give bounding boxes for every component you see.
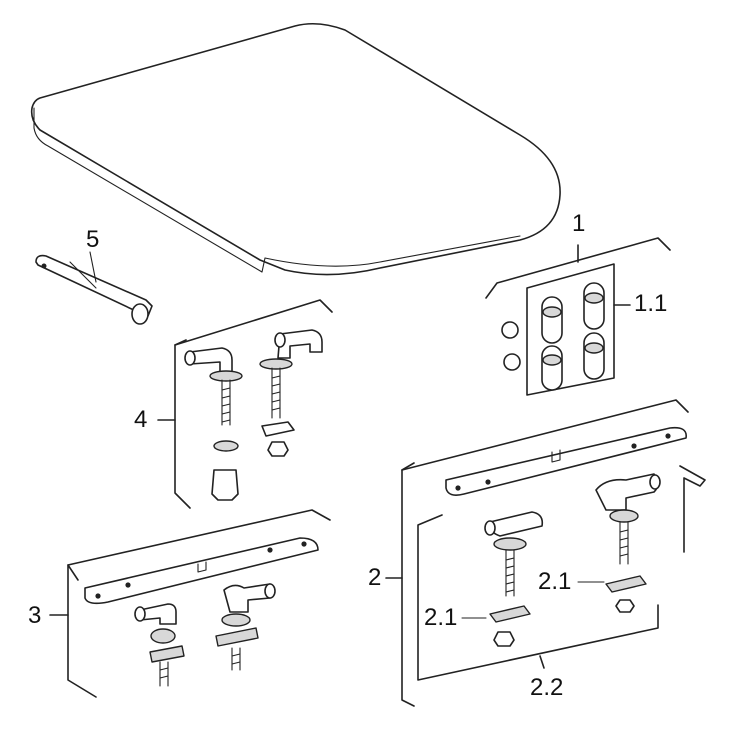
hinge-4-left — [184, 347, 243, 501]
label-part-2: 2 — [368, 564, 382, 591]
label-part-2-2: 2.2 — [530, 674, 564, 701]
hinge-3-left — [134, 603, 185, 687]
label-part-2-1-b: 2.1 — [538, 568, 572, 595]
bracket-1 — [485, 237, 671, 299]
label-part-1-1: 1.1 — [634, 290, 668, 317]
plate-2 — [445, 426, 687, 496]
label-part-1: 1 — [572, 210, 586, 237]
label-part-2-1-a: 2.1 — [424, 604, 458, 631]
bracket-4 — [157, 299, 333, 509]
hinge-2-left — [484, 511, 544, 647]
label-part-4: 4 — [134, 406, 148, 433]
bracket-2-2 — [417, 514, 659, 681]
hex-key-tool — [35, 254, 153, 325]
bumpers — [501, 282, 605, 391]
label-part-3: 3 — [28, 602, 42, 629]
bracket-1-1 — [526, 263, 631, 396]
allen-key — [679, 465, 706, 553]
plate-3 — [84, 537, 319, 605]
label-part-5: 5 — [86, 226, 100, 253]
hinge-4-right — [259, 329, 323, 457]
hinge-3-right — [215, 583, 276, 671]
hinge-2-right — [595, 473, 661, 613]
bracket-2 — [385, 399, 689, 707]
seat-lid — [30, 22, 561, 276]
bracket-3 — [49, 509, 331, 698]
leader-5 — [89, 251, 97, 283]
